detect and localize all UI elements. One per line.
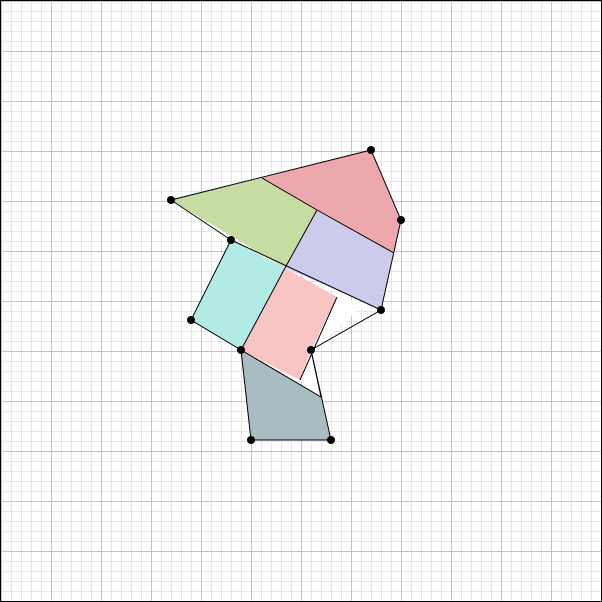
vertex-B: [397, 216, 405, 224]
cyan-quad: [191, 240, 285, 350]
vertex-A: [367, 146, 375, 154]
vertex-G: [237, 346, 245, 354]
vertex-F: [247, 436, 255, 444]
white-tri-lower: [300, 350, 321, 397]
green-quad: [171, 178, 317, 268]
vertex-C: [377, 306, 385, 314]
vertex-H: [187, 316, 195, 324]
white-tri-upper: [311, 297, 367, 350]
internal-edge: [299, 296, 338, 381]
pink-quad: [241, 268, 337, 380]
purple-quad: [285, 210, 394, 310]
internal-edge: [230, 239, 382, 311]
red-quad: [262, 150, 401, 253]
vertex-J: [167, 196, 175, 204]
internal-edge: [240, 349, 322, 398]
polygon-pieces: [171, 150, 401, 440]
vertex-points: [167, 146, 405, 444]
vertex-E: [327, 436, 335, 444]
internal-edge: [240, 267, 286, 351]
internal-edge: [284, 209, 318, 269]
internal-edge: [261, 177, 318, 211]
slate-quad: [241, 350, 331, 440]
internal-edge: [316, 209, 395, 254]
vertex-D: [307, 346, 315, 354]
vertex-I: [227, 236, 235, 244]
